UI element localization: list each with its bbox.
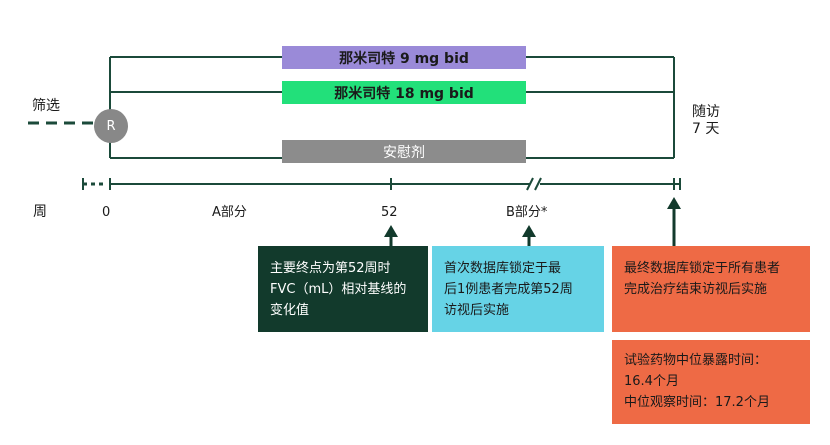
first-lock-box: 首次数据库锁定于最 后1例患者完成第52周 访视后实施 (432, 246, 604, 332)
tick-label-52: 52 (381, 205, 398, 220)
primary-endpoint-line-2: FVC（mL）相对基线的 (270, 282, 407, 297)
arrow-first-lock-head (522, 225, 536, 237)
primary-endpoint-box: 主要终点为第52周时 FVC（mL）相对基线的 变化值 (258, 246, 428, 332)
exposure-line-2: 16.4个月 (624, 374, 679, 389)
first-lock-line-1: 首次数据库锁定于最 (444, 261, 562, 276)
arm-bar-18mg: 那米司特 18 mg bid (282, 81, 526, 104)
randomization-node: R (94, 109, 128, 143)
arm-label-18mg: 那米司特 18 mg bid (334, 85, 474, 102)
final-lock-line-1: 最终数据库锁定于所有患者 (624, 261, 781, 276)
primary-endpoint-line-1: 主要终点为第52周时 (270, 261, 391, 276)
arm-bar-placebo: 安慰剂 (282, 140, 526, 163)
arm-bar-9mg: 那米司特 9 mg bid (282, 46, 526, 69)
timeline-break-mark-1 (526, 177, 534, 191)
arm-label-9mg: 那米司特 9 mg bid (339, 50, 469, 67)
follow-up-label: 随访 7 天 (692, 104, 720, 138)
final-lock-line-2: 完成治疗结束访视后实施 (624, 282, 768, 297)
screening-label: 筛选 (32, 98, 60, 114)
timeline-break-mark-2 (534, 177, 542, 191)
part-b-label: B部分* (506, 205, 548, 220)
first-lock-line-3: 访视后实施 (444, 303, 510, 318)
week-axis-label: 周 (33, 204, 47, 220)
part-a-label: A部分 (212, 205, 247, 220)
randomization-label: R (106, 118, 116, 134)
primary-endpoint-line-3: 变化值 (270, 303, 310, 318)
arrow-final-lock-head (667, 197, 681, 209)
exposure-box: 试验药物中位暴露时间： 16.4个月 中位观察时间：17.2个月 (612, 340, 810, 424)
follow-up-line-1: 随访 (692, 104, 720, 120)
exposure-line-3: 中位观察时间：17.2个月 (624, 395, 770, 410)
tick-label-0: 0 (102, 205, 111, 220)
follow-up-line-2: 7 天 (692, 121, 720, 137)
arrow-week52-head (384, 225, 398, 237)
final-lock-box: 最终数据库锁定于所有患者 完成治疗结束访视后实施 (612, 246, 810, 332)
arm-label-placebo: 安慰剂 (383, 144, 425, 161)
exposure-line-1: 试验药物中位暴露时间： (624, 353, 768, 368)
first-lock-line-2: 后1例患者完成第52周 (444, 282, 573, 297)
